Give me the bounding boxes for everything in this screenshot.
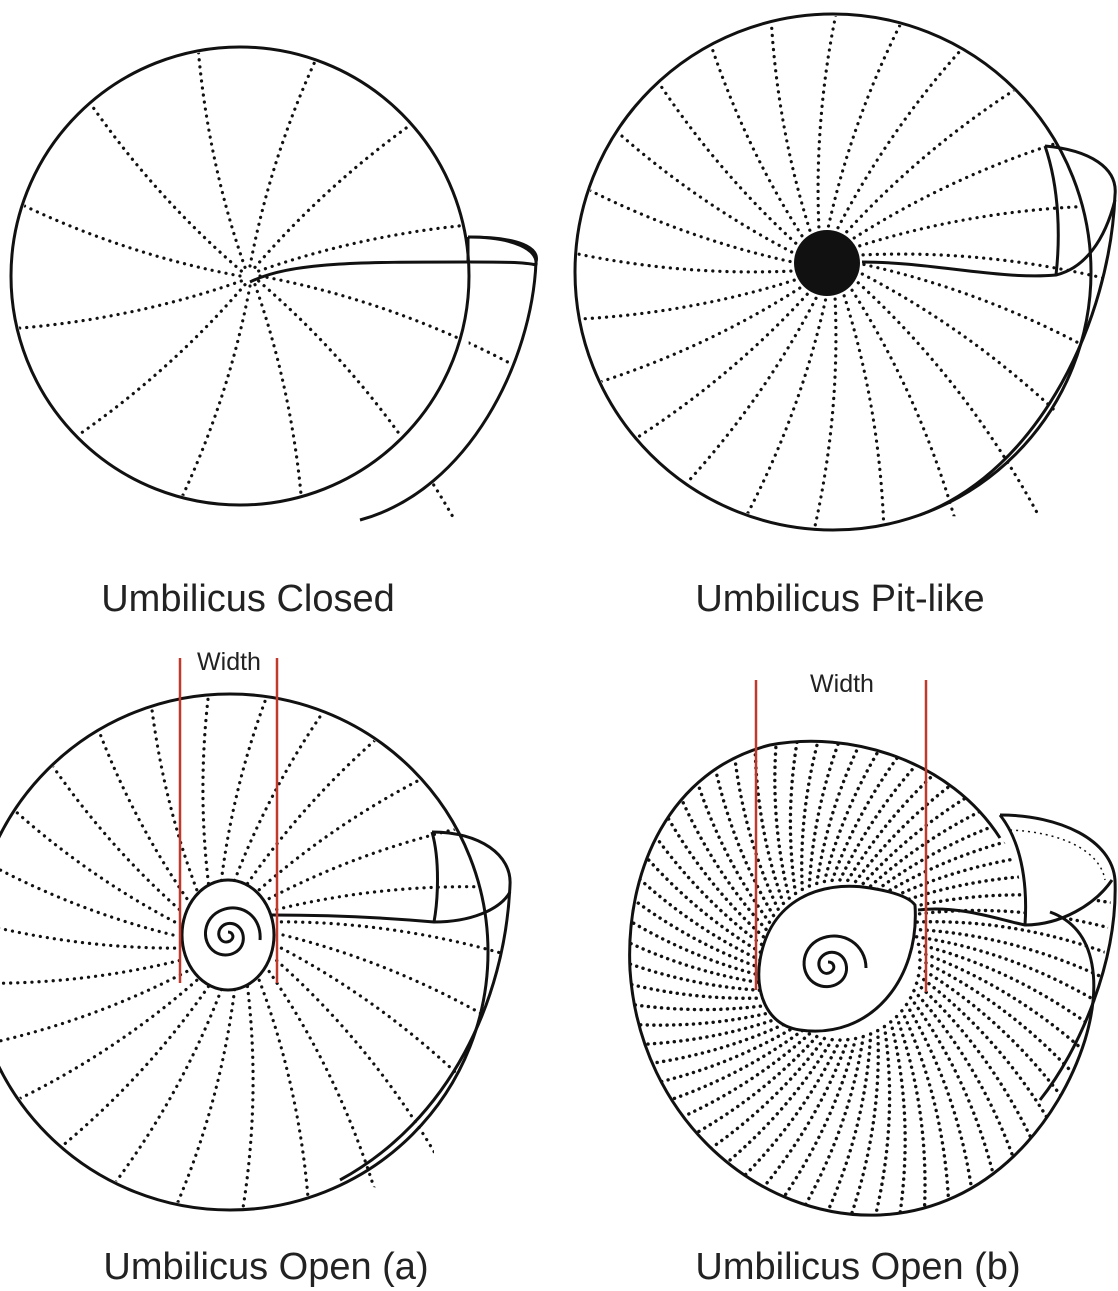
rib-line (250, 0, 360, 266)
rib-line (668, 1040, 840, 1241)
rib-line (688, 0, 806, 242)
rib-line (884, 822, 1118, 894)
rib-line (574, 289, 812, 475)
rib-line (848, 697, 1039, 880)
rib-line (543, 816, 760, 968)
rib-line (203, 605, 224, 884)
rib-line (714, 293, 827, 573)
rib-line (0, 899, 175, 948)
suture-line (272, 892, 510, 922)
shell-aperture (1000, 815, 1115, 1100)
rib-line (775, 633, 795, 898)
rib-line (78, 990, 221, 1229)
rib-line (702, 660, 774, 915)
rib-line (557, 73, 798, 255)
rib-line (637, 292, 819, 533)
rib-line (878, 793, 1118, 889)
rib-line (897, 875, 1118, 903)
rib-line (842, 51, 1080, 237)
rib-line (818, 0, 856, 234)
shell-umbilicus-pit-like: Umbilicus Pit-like (498, 0, 1118, 620)
rib-line (593, 1037, 817, 1180)
rib-line (726, 1038, 856, 1269)
rib-line (540, 1027, 795, 1099)
rib-line (513, 1005, 778, 1025)
caption-umbilicus-closed: Umbilicus Closed (101, 578, 395, 620)
rib-lines (498, 0, 1118, 592)
rib-line (517, 150, 797, 263)
rib-line (145, 616, 197, 890)
rib-line (259, 744, 497, 890)
rib-line (0, 822, 173, 935)
shell-umbilicus-closed: Umbilicus Closed (0, 0, 565, 620)
rib-line (140, 286, 250, 577)
rib-line (232, 986, 253, 1265)
rib-line (641, 1040, 832, 1223)
rib-line (269, 814, 535, 898)
rib-line (696, 1040, 848, 1257)
rib-line (577, 761, 760, 952)
rib-line (853, 278, 1039, 516)
caption-umbilicus-open-a: Umbilicus Open (a) (103, 1246, 428, 1288)
rib-line (514, 908, 766, 990)
umbilicus-opening (759, 886, 916, 1031)
shell-aperture (360, 237, 536, 520)
rib-line (914, 991, 1034, 1227)
suture-line (250, 262, 536, 282)
rib-line (856, 271, 1097, 453)
rib-line (914, 929, 1118, 1011)
rib-line (510, 973, 773, 1010)
rib-line (907, 1004, 979, 1259)
rib-line (646, 693, 766, 929)
rib-line (871, 766, 1107, 886)
rib-line (281, 948, 502, 1119)
caption-umbilicus-open-b: Umbilicus Open (b) (695, 1246, 1020, 1288)
rib-line (498, 234, 798, 272)
rib-line (0, 166, 240, 276)
rib-line (519, 1017, 783, 1045)
shell-umbilicus-open-b: Width Umbilicus Open (b) (510, 630, 1118, 1289)
rib-line (530, 846, 761, 976)
rib-line (755, 639, 783, 903)
rib-line (798, 292, 836, 592)
umbilicus-pit (794, 230, 860, 296)
rib-line (902, 1011, 950, 1272)
shell-umbilicus-open-a: Width Umbilicus Open (a) (0, 605, 556, 1288)
rib-line (863, 741, 1087, 884)
rib-line (0, 281, 241, 331)
caption-umbilicus-pit-like: Umbilicus Pit-like (695, 578, 984, 620)
rib-line (511, 940, 770, 998)
rib-line (897, 1017, 925, 1281)
suture-line (862, 200, 1115, 276)
rib-line (770, 0, 812, 237)
rib-line (0, 751, 175, 922)
rib-line (907, 910, 1118, 947)
rib-line (835, 0, 1017, 234)
shell-aperture (920, 146, 1115, 515)
rib-line (731, 648, 779, 909)
rib-line (6, 691, 179, 910)
rib-line (0, 971, 187, 1055)
width-label: Width (197, 648, 261, 676)
rib-line (277, 887, 555, 910)
rib-line (621, 713, 764, 937)
rib-line (853, 206, 1118, 248)
rib-line (195, 0, 245, 267)
rib-line (12, 986, 208, 1184)
rib-line (573, 1034, 809, 1154)
rib-line (0, 961, 179, 984)
rib-line (528, 1022, 789, 1070)
rib-line (259, 980, 311, 1254)
rib-line (153, 990, 235, 1257)
rib-line (235, 641, 378, 880)
shell-aperture (340, 832, 510, 1180)
rib-line (255, 285, 305, 592)
rib-line (277, 961, 450, 1180)
rib-line (260, 276, 551, 386)
rib-line (559, 788, 760, 960)
rib-line (857, 263, 1118, 376)
rib-line (917, 983, 1060, 1207)
width-label: Width (810, 670, 874, 698)
